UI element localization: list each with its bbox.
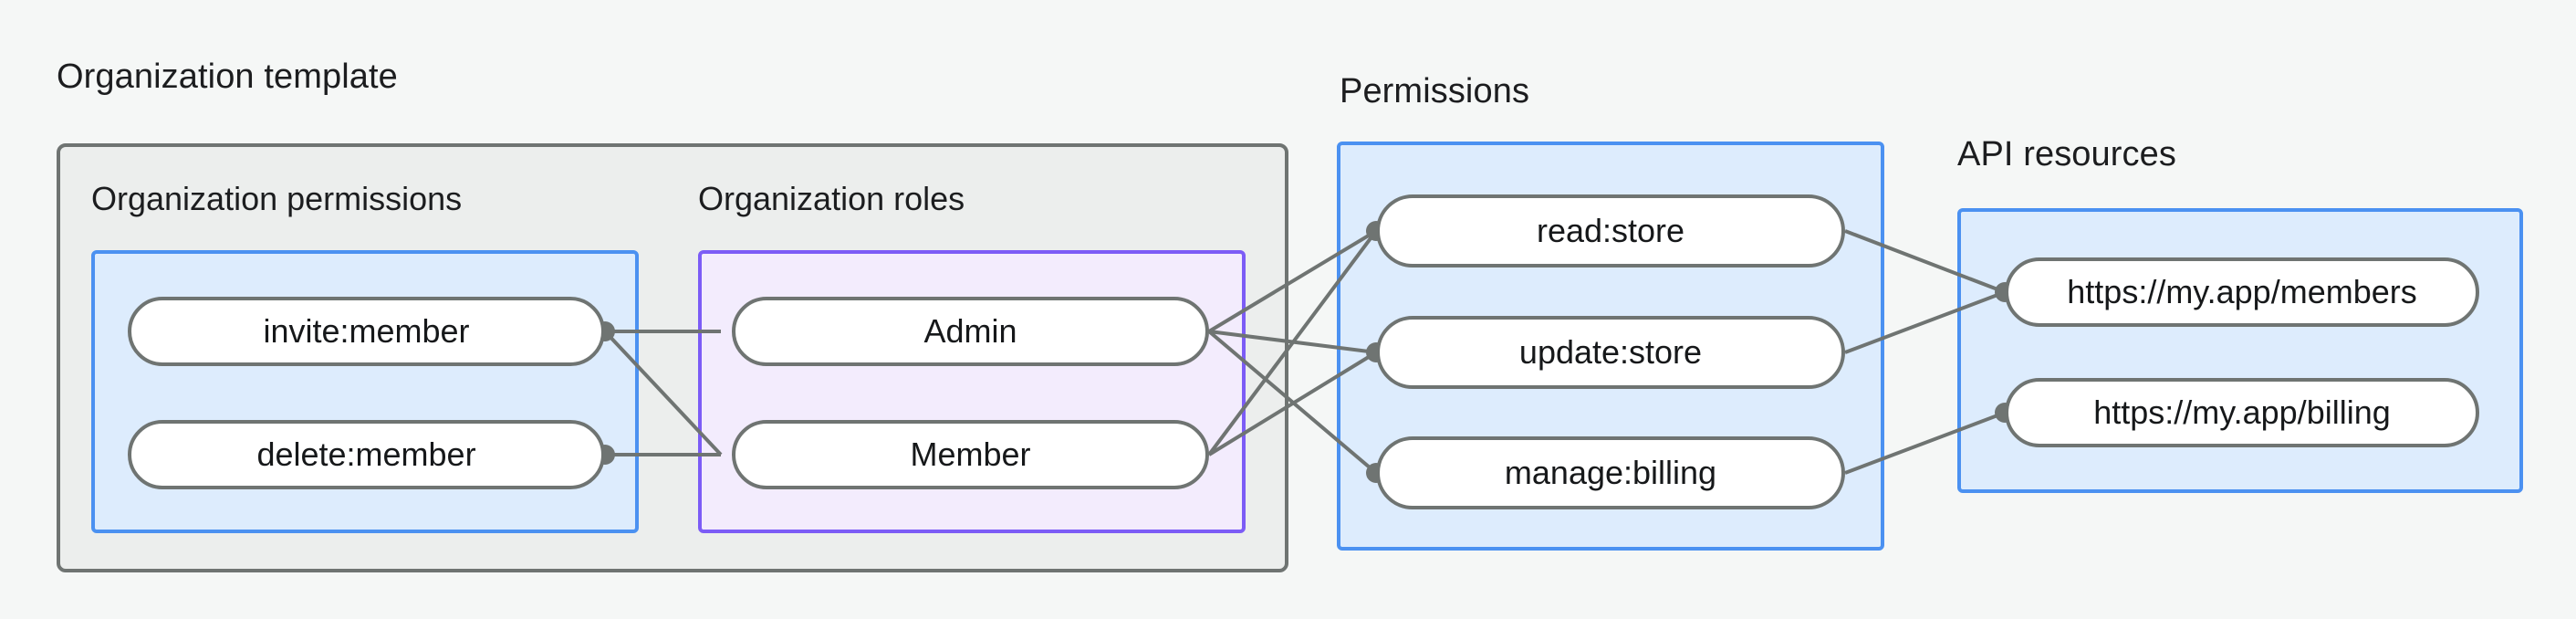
organization-roles-box [698, 250, 1246, 533]
node-billing-url[interactable]: https://my.app/billing [2005, 378, 2479, 447]
organization-template-title: Organization template [57, 58, 398, 96]
organization-roles-title: Organization roles [698, 180, 965, 217]
node-delete-member[interactable]: delete:member [128, 420, 605, 489]
node-admin[interactable]: Admin [732, 297, 1209, 366]
api-resources-box [1957, 208, 2523, 493]
permissions-title: Permissions [1340, 72, 1530, 110]
node-member[interactable]: Member [732, 420, 1209, 489]
node-update-store[interactable]: update:store [1376, 316, 1845, 389]
organization-permissions-box [91, 250, 639, 533]
node-read-store[interactable]: read:store [1376, 194, 1845, 268]
node-manage-billing[interactable]: manage:billing [1376, 436, 1845, 509]
node-invite-member[interactable]: invite:member [128, 297, 605, 366]
organization-permissions-title: Organization permissions [91, 180, 463, 217]
node-members-url[interactable]: https://my.app/members [2005, 257, 2479, 327]
api-resources-title: API resources [1957, 135, 2176, 173]
